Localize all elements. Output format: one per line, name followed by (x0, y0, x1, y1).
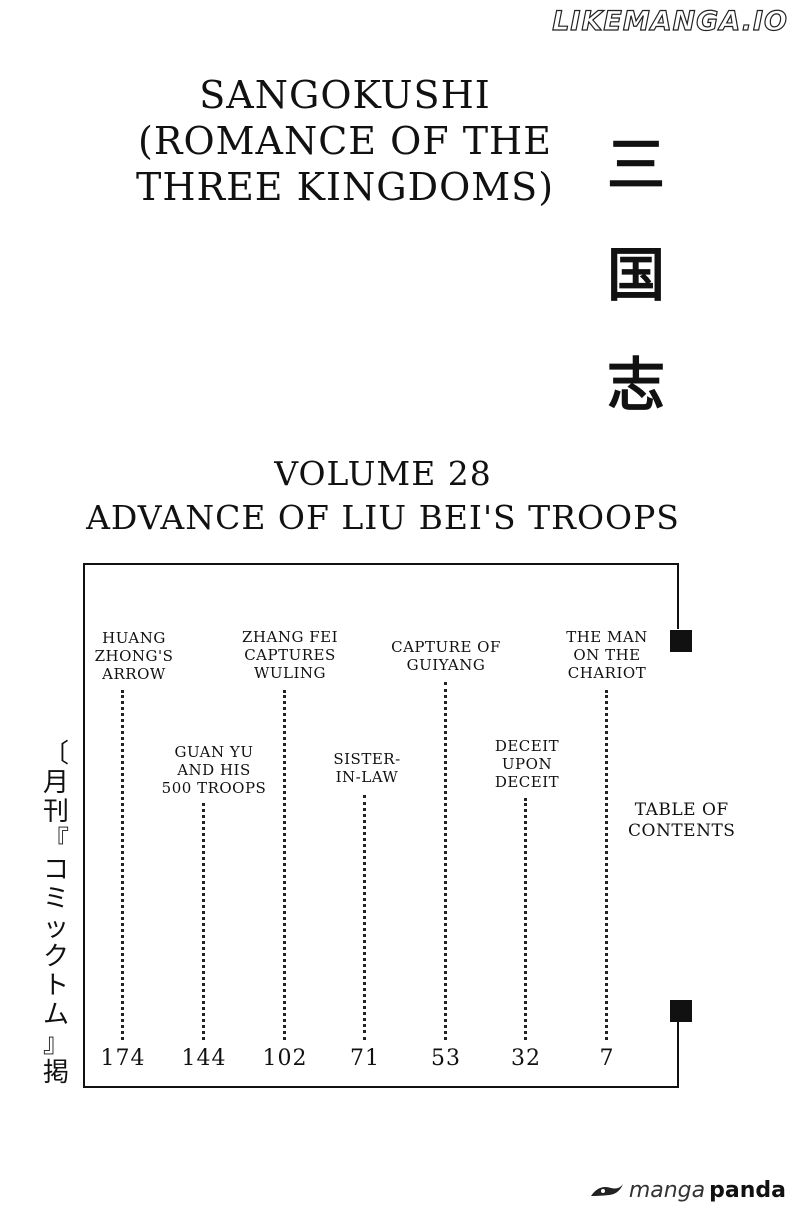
credit-char: ッ (42, 913, 69, 943)
credit-char: 月 (42, 768, 69, 798)
kanji-char-3: 志 (606, 351, 665, 419)
chapter-title-line: ON THE (573, 646, 641, 664)
chapter-page-number: 7 (599, 1046, 615, 1071)
chapter-title: CAPTURE OF GUIYANG (391, 638, 501, 674)
toc-frame (83, 563, 678, 1088)
chapter-title-line: GUAN YU (174, 743, 254, 761)
credit-char: 『 (42, 826, 69, 856)
chapter-title-line: ZHANG FEI (242, 628, 338, 646)
kanji-char-1: 三 (606, 131, 665, 199)
credit-char: 』 (42, 1029, 69, 1059)
chapter-leader-dots (444, 682, 447, 1040)
chapter-title-line: UPON (501, 755, 553, 773)
chapter-title-line: CAPTURE OF (391, 638, 501, 656)
chapter-title-line: ZHONG'S (94, 647, 174, 665)
chapter-page-number: 102 (262, 1046, 308, 1071)
chapter-title-line: CHARIOT (567, 664, 647, 682)
chapter-title-line: DECEIT (494, 737, 560, 755)
magazine-credit-vertical: 〔 月 刊 『 コ ミ ッ ク ト ム 』 掲 (36, 740, 76, 1088)
chapter-title: HUANG ZHONG'S ARROW (95, 629, 174, 683)
toc-marker-top (670, 630, 692, 652)
chapter-title: DECEIT UPON DECEIT (495, 737, 559, 791)
chapter-page-number: 174 (100, 1046, 146, 1071)
chapter-title-line: GUIYANG (406, 656, 486, 674)
chapter-title-line: IN-LAW (335, 768, 399, 786)
chapter-leader-dots (202, 803, 205, 1040)
chapter-title-line: HUANG (102, 629, 166, 647)
toc-label-line-1: TABLE OF (634, 800, 729, 820)
watermark-panda-text: panda (709, 1178, 786, 1203)
chapter-title: THE MAN ON THE CHARIOT (566, 628, 648, 682)
chapter-title: SISTER- IN-LAW (333, 750, 400, 786)
chapter-page-number: 144 (181, 1046, 227, 1071)
panda-logo-icon (589, 1180, 625, 1202)
toc-marker-bottom (670, 1000, 692, 1022)
toc-label-line-2: CONTENTS (628, 821, 736, 841)
volume-number: VOLUME 28 (274, 454, 492, 493)
chapter-title-line: SISTER- (333, 750, 401, 768)
credit-char: ミ (42, 884, 69, 914)
watermark-manga-text: manga (628, 1178, 706, 1203)
credit-char: ム (42, 1000, 69, 1030)
chapter-title-line: THE MAN (566, 628, 648, 646)
toc-frame-right-bottom (677, 1022, 679, 1088)
volume-title: VOLUME 28 ADVANCE OF LIU BEI'S TROOPS (0, 452, 766, 540)
credit-char: 掲 (42, 1058, 69, 1088)
kanji-title: 三 国 志 (604, 110, 668, 440)
main-title-line-1: SANGOKUSHI (199, 73, 491, 117)
chapter-title-line: WULING (253, 664, 327, 682)
chapter-leader-dots (363, 795, 366, 1040)
volume-subtitle: ADVANCE OF LIU BEI'S TROOPS (86, 498, 680, 537)
chapter-page-number: 71 (350, 1046, 380, 1071)
chapter-leader-dots (121, 690, 124, 1040)
main-title-line-2: (ROMANCE OF THE (138, 119, 552, 163)
credit-char: 刊 (42, 797, 69, 827)
chapter-title-line: DECEIT (494, 773, 560, 791)
chapter-title-line: AND HIS (177, 761, 251, 779)
kanji-char-2: 国 (606, 241, 665, 309)
chapter-leader-dots (605, 690, 608, 1040)
toc-frame-right-top (677, 563, 679, 629)
chapter-title: GUAN YU AND HIS 500 TROOPS (162, 743, 267, 797)
chapter-title-line: 500 TROOPS (161, 779, 267, 797)
main-title: SANGOKUSHI (ROMANCE OF THE THREE KINGDOM… (110, 72, 580, 210)
watermark-top: LIKEMANGA.IO (552, 5, 788, 37)
credit-char: 〔 (42, 739, 69, 769)
chapter-page-number: 53 (431, 1046, 461, 1071)
main-title-line-3: THREE KINGDOMS) (135, 165, 555, 209)
credit-char: ク (42, 942, 69, 972)
table-of-contents-label: TABLE OF CONTENTS (628, 800, 735, 842)
chapter-title-line: ARROW (102, 665, 166, 683)
credit-char: ト (42, 971, 69, 1001)
chapter-leader-dots (283, 690, 286, 1040)
credit-char: コ (42, 855, 69, 885)
chapter-title: ZHANG FEI CAPTURES WULING (242, 628, 338, 682)
chapter-leader-dots (524, 798, 527, 1040)
chapter-page-number: 32 (511, 1046, 541, 1071)
chapter-title-line: CAPTURES (244, 646, 336, 664)
